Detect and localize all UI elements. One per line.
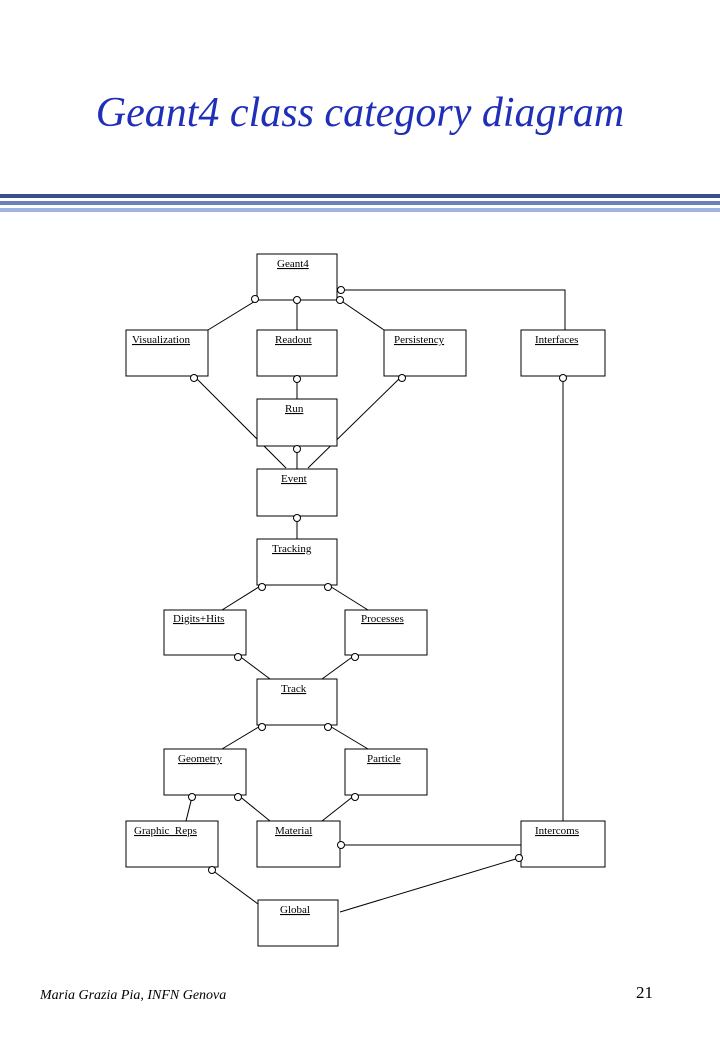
category-persistency: Persistency bbox=[394, 334, 445, 346]
category-geometry: Geometry bbox=[178, 753, 222, 765]
page-number: 21 bbox=[636, 983, 653, 1002]
category-graphic-reps: Graphic_Reps bbox=[134, 825, 197, 837]
category-track: Track bbox=[281, 683, 307, 695]
category-global: Global bbox=[280, 904, 310, 916]
dependency-lines bbox=[185, 289, 566, 913]
title-divider bbox=[0, 194, 720, 220]
category-tracking: Tracking bbox=[272, 543, 312, 555]
category-readout: Readout bbox=[275, 334, 312, 346]
category-digits-hits: Digits+Hits bbox=[173, 613, 224, 625]
category-geant4: Geant4 bbox=[277, 258, 309, 270]
footer-author: Maria Grazia Pia, INFN Genova bbox=[40, 988, 227, 1003]
category-particle: Particle bbox=[367, 753, 401, 765]
category-intercoms: Intercoms bbox=[535, 825, 579, 837]
category-interfaces: Interfaces bbox=[535, 334, 578, 346]
category-processes: Processes bbox=[361, 613, 404, 625]
category-event: Event bbox=[281, 473, 307, 485]
category-boxes bbox=[125, 253, 606, 947]
dependency-markers bbox=[188, 286, 567, 874]
slide-title: Geant4 class category diagram bbox=[95, 90, 625, 136]
category-run: Run bbox=[285, 403, 304, 415]
category-material: Material bbox=[275, 825, 312, 837]
category-visualization: Visualization bbox=[132, 334, 190, 346]
category-labels: Geant4 Visualization Readout Persistency… bbox=[132, 258, 579, 916]
